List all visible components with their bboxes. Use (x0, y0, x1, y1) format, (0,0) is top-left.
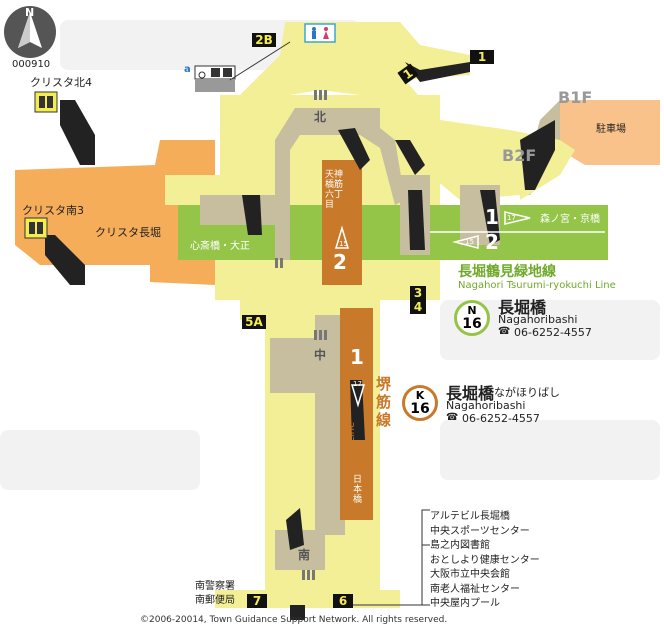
north-arrow-sakaisuji-icon (334, 225, 350, 249)
b1f-label: B1F (558, 88, 593, 107)
elevator-a-label: a (184, 64, 191, 75)
sakaisuji-station-name-ja: 長堀橋 (446, 384, 495, 403)
compass-letter: N (25, 6, 35, 19)
tsurumi-platform-1: 1 (485, 205, 499, 229)
north-arrow-icon (4, 6, 56, 58)
facility-leader-lines (350, 509, 430, 606)
station-structure (200, 108, 500, 570)
background-watermark (0, 20, 660, 490)
tsurumi-west-direction: 心斎橋・大正 (190, 241, 250, 252)
sakaisuji-tel: 06-6252-4557 (462, 412, 540, 425)
list-item: アルテビル長堀橋 (430, 511, 510, 522)
exit-5a-marker[interactable]: 5A (242, 315, 266, 329)
crysta-nagahori-label: クリスタ長堀 (95, 226, 161, 239)
sakaisuji-platform-2: 2 (333, 250, 347, 274)
exit-2b-marker[interactable]: 2B (252, 33, 276, 47)
sakaisuji-car-17: 17 (353, 380, 362, 388)
gate-south-label: 南 (298, 548, 311, 562)
east-arrow-icon (504, 211, 531, 225)
sakaisuji-station-kana: ながほりばし (494, 386, 560, 399)
west-arrow-icon (452, 235, 479, 249)
list-item: 島之内図書館 (430, 540, 490, 551)
parking-area (560, 100, 660, 165)
tsurumi-tel: 06-6252-4557 (514, 326, 592, 339)
parking-label: 駐車場 (596, 124, 626, 135)
sakaisuji-line-track-upper (322, 160, 362, 285)
copyright: ©2006-20014, Town Guidance Support Netwo… (140, 615, 448, 625)
restroom-icon (304, 23, 336, 43)
elevator-icon (24, 217, 48, 239)
tsurumi-car-17: 17 (507, 214, 516, 222)
gate-middle-label: 中 (314, 348, 327, 362)
exit-6-marker[interactable]: 6 (333, 594, 353, 608)
tsurumi-east-direction: 森ノ宮・京橋 (540, 214, 600, 225)
sakaisuji-line-name-en: Sakaisuji Line (346, 421, 357, 490)
tsurumi-line-name-en: Nagahori Tsurumi-ryokuchi Line (458, 280, 616, 291)
sakaisuji-north-direction: 天神橋筋六丁目 (325, 170, 344, 210)
tsurumi-station-name-en: Nagahoribashi (498, 313, 578, 326)
list-item: 中央スポーツセンター (430, 525, 530, 537)
telephone-icon: ☎ (498, 326, 511, 337)
sakaisuji-car-15: 15 (339, 240, 348, 248)
crysta-north4-label: クリスタ北4 (30, 76, 92, 89)
tsurumi-line-name-ja: 長堀鶴見緑地線 (458, 264, 556, 280)
list-item: おとしより健康センター (430, 554, 540, 566)
map-id: 000910 (12, 59, 51, 70)
exit6-facility-list: アルテビル長堀橋 中央スポーツセンター 島之内図書館 おとしより健康センター 大… (430, 510, 540, 612)
b2f-label: B2F (502, 146, 537, 165)
list-item: 大阪市立中央会館 (430, 569, 510, 580)
gate-ticks (275, 90, 327, 580)
elevator-a-pointer (229, 41, 291, 81)
south-arrow-sakaisuji-icon (350, 384, 366, 408)
tsurumi-station-name-ja: 長堀橋 (498, 298, 547, 317)
list-item: 南警察署 (195, 581, 235, 592)
sakaisuji-station-name-en: Nagahoribashi (446, 399, 526, 412)
exit-3-4-marker[interactable]: 3 4 (410, 286, 426, 314)
crysta-south3-label: クリスタ南3 (22, 204, 84, 217)
gate-north-label: 北 (314, 110, 327, 124)
wheelchair-icon (194, 65, 236, 80)
sakaisuji-platform-1: 1 (350, 345, 364, 369)
sakaisuji-line-name-ja: 堺筋線 (376, 375, 392, 429)
exit-1-marker[interactable]: 1 (470, 50, 494, 64)
sakaisuji-south-direction: 日本橋 (353, 475, 363, 505)
tsurumi-platform-2: 2 (485, 230, 499, 254)
list-item: 南郵便局 (195, 595, 235, 606)
elevator-a-shaft (195, 80, 235, 92)
list-item: 中央屋内プール (430, 598, 500, 609)
exit-7-marker[interactable]: 7 (247, 594, 267, 608)
elevator-icon (34, 91, 58, 113)
telephone-icon: ☎ (446, 412, 459, 423)
tsurumi-car-15: 15 (465, 238, 474, 246)
list-item: 南老人福祉センター (430, 583, 520, 595)
exit7-facility-list: 南警察署 南郵便局 (195, 580, 235, 608)
